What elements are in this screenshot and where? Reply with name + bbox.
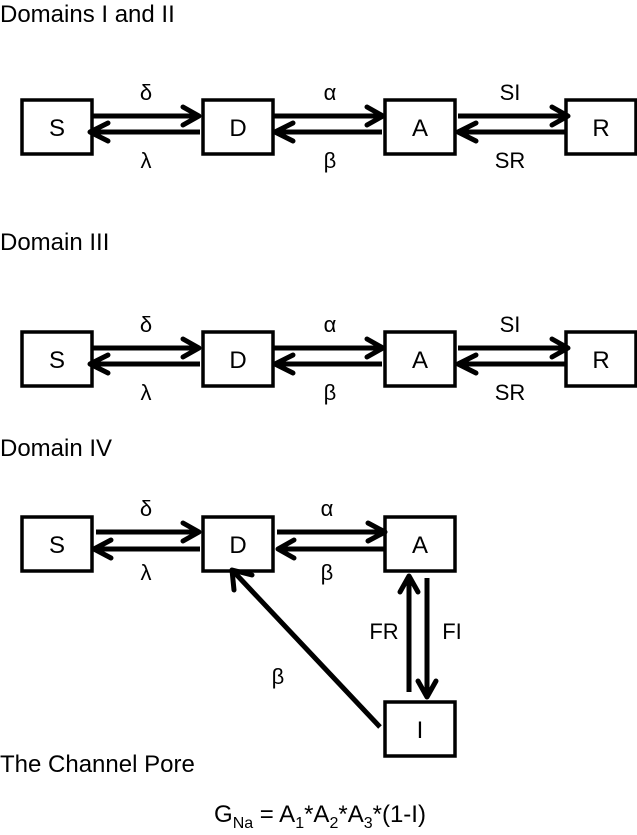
rate-label-lambda: λ [141,380,152,405]
arrow-s-to-d [92,336,202,360]
rate-label-si: SI [500,80,521,105]
arrow-d-to-s [91,537,200,561]
section-title-domain-iv: Domain IV [0,435,112,462]
arrow-a-to-d [272,352,382,376]
state-box-s [20,98,94,156]
rate-label-sr: SR [495,380,526,405]
arrow-r-to-a [455,120,566,144]
rate-label-beta: β [321,560,334,585]
arrow-a-to-d [272,120,382,144]
state-label-s: S [49,115,65,142]
state-box-a [383,330,457,388]
rate-label-lambda: λ [141,560,152,585]
state-box-s [20,515,94,573]
arrow-d-to-a [277,520,388,544]
arrow-d-to-s [87,120,200,144]
rate-label-alpha: α [324,80,337,105]
arrow-d-to-a [273,104,386,128]
arrow-a-to-d [275,537,385,561]
state-label-r: R [592,347,609,374]
state-label-i: I [417,717,424,744]
rate-label-delta: δ [140,80,152,105]
rate-label-beta: β [324,148,337,173]
eq-sub-3: 3 [364,815,373,832]
eq-tail: *(1-I) [373,801,426,828]
rate-label-fi: FI [442,619,462,644]
state-label-a: A [412,347,428,374]
eq-sub-1: 1 [295,815,304,832]
rate-label-sr: SR [495,148,526,173]
state-box-r [564,98,637,156]
rate-label-delta: δ [140,312,152,337]
arrow-d-to-a [273,336,386,360]
state-label-r: R [592,115,609,142]
rate-label-beta: β [324,380,337,405]
eq-g: G [214,801,233,828]
state-box-d [201,98,275,156]
arrow-s-to-d [96,520,202,544]
section-title-domain-iii: Domain III [0,229,109,256]
arrow-i-to-d [229,567,382,729]
state-label-s: S [49,532,65,559]
state-label-d: D [229,532,246,559]
state-box-a [383,515,457,573]
section-title-domains-i-ii: Domains I and II [0,1,175,28]
rate-label-si: SI [500,312,521,337]
arrow-s-to-d [92,104,202,128]
state-box-r [564,330,637,388]
state-label-a: A [412,115,428,142]
state-box-i [383,700,457,758]
arrow-a-to-r [458,336,571,360]
arrow-d-to-s [87,352,200,376]
arrow-i-to-a [397,573,421,692]
arrow-a-to-r [458,104,571,128]
state-box-s [20,330,94,388]
arrow-a-to-i [415,578,439,700]
rate-label-lambda: λ [141,148,152,173]
state-label-s: S [49,347,65,374]
state-label-a: A [412,532,428,559]
state-box-a [383,98,457,156]
eq-sub-2: 2 [329,815,338,832]
rate-label-beta-diagonal: β [272,664,285,689]
section-title-channel-pore: The Channel Pore [0,751,195,778]
rate-label-delta: δ [140,496,152,521]
eq-mul-2: *A [338,801,363,828]
state-box-d [201,515,275,573]
state-label-d: D [229,347,246,374]
state-box-d [201,330,275,388]
arrow-r-to-a [455,352,566,376]
state-label-d: D [229,115,246,142]
eq-g-sub: Na [233,815,254,832]
rate-label-fr: FR [369,619,398,644]
conductance-equation: GNa = A1*A2*A3*(1-I) [214,801,426,832]
eq-a: = A [253,801,295,828]
eq-mul-1: *A [304,801,329,828]
rate-label-alpha: α [324,312,337,337]
rate-label-alpha: α [321,496,334,521]
